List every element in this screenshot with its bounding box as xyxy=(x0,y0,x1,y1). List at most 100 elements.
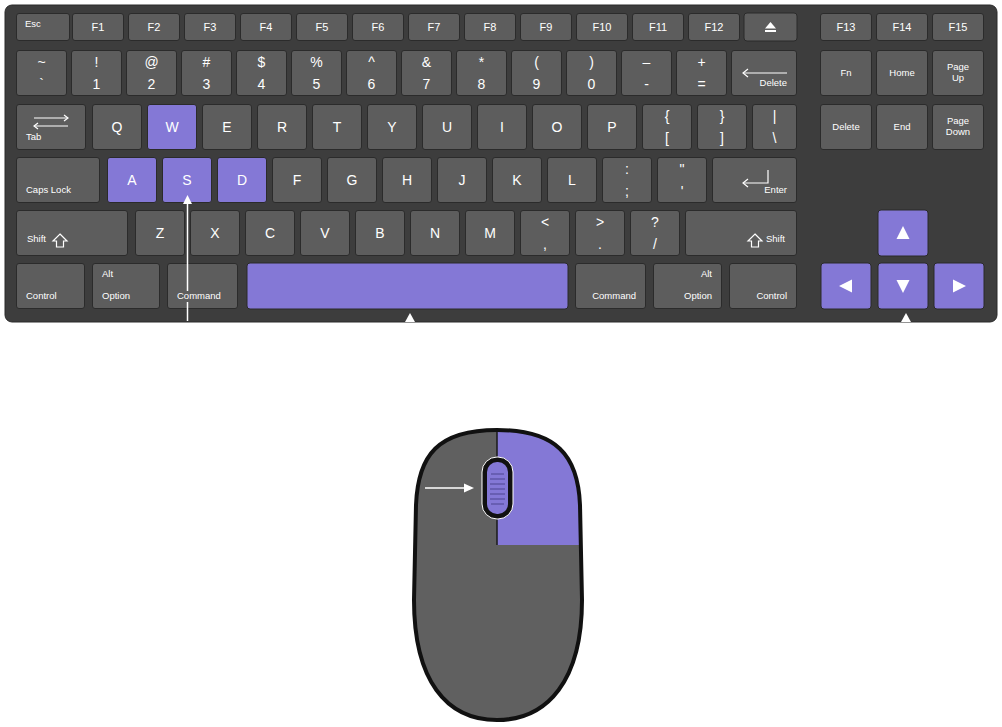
keyboard-key: Control xyxy=(729,263,797,309)
keyboard-key: @2 xyxy=(126,50,177,96)
keyboard-key: }] xyxy=(697,104,747,150)
key-label: K xyxy=(511,172,522,188)
keyboard-key: F3 xyxy=(184,13,236,41)
keyboard-key: += xyxy=(676,50,727,96)
key-label: ! xyxy=(94,54,100,70)
keyboard-key: L xyxy=(547,157,597,203)
key-label: N xyxy=(429,225,441,241)
key-label: End xyxy=(893,122,912,133)
mouse xyxy=(414,425,592,720)
keyboard-key: F7 xyxy=(408,13,460,41)
keyboard-key: Shift xyxy=(685,210,797,256)
key-label: S xyxy=(181,172,192,188)
keyboard-key: Command xyxy=(575,263,646,309)
keyboard-key: AltOption xyxy=(92,263,160,309)
keyboard-key: Control xyxy=(16,263,85,309)
keyboard-key: F15 xyxy=(932,13,984,41)
key-label: { xyxy=(664,108,671,124)
key-label: & xyxy=(421,54,432,70)
key-label: W xyxy=(164,119,179,135)
key-label: \ xyxy=(772,130,778,146)
key-label: Caps Lock xyxy=(25,185,72,196)
key-label: Z xyxy=(155,225,166,241)
keyboard-key: B xyxy=(355,210,405,256)
key-label: ` xyxy=(38,76,45,92)
keyboard-key: F10 xyxy=(576,13,628,41)
keyboard-key: F9 xyxy=(520,13,572,41)
keyboard-key: F13 xyxy=(820,13,872,41)
key-label: Shift xyxy=(26,234,47,245)
key-label: 9 xyxy=(532,76,542,92)
key-label: < xyxy=(540,214,550,230)
keyboard-key: ~` xyxy=(16,50,67,96)
key-label: L xyxy=(567,172,577,188)
keyboard-key: |\ xyxy=(752,104,797,150)
keyboard-key: Esc xyxy=(16,13,70,41)
keyboard-key: #3 xyxy=(181,50,232,96)
key-label: I xyxy=(499,119,505,135)
key-label: F8 xyxy=(483,21,498,34)
key-symbol xyxy=(732,51,798,97)
key-label: | xyxy=(772,108,778,124)
key-label: Home xyxy=(888,68,915,79)
key-label: E xyxy=(221,119,232,135)
keyboard-key: <, xyxy=(520,210,570,256)
key-label: F3 xyxy=(203,21,218,34)
key-label: F4 xyxy=(259,21,274,34)
key-symbol xyxy=(17,105,87,151)
space-bar xyxy=(247,263,568,309)
eject-key xyxy=(744,13,797,41)
key-label: 4 xyxy=(257,76,267,92)
key-label: M xyxy=(483,225,497,241)
key-label: Delete xyxy=(759,78,788,89)
keyboard-key: U xyxy=(422,104,472,150)
keyboard-key: Enter xyxy=(712,157,797,203)
keyboard-key: %5 xyxy=(291,50,342,96)
key-label: [ xyxy=(664,130,670,146)
leader-arrowhead xyxy=(464,484,474,493)
key-symbol xyxy=(713,158,798,204)
keyboard-key: >. xyxy=(575,210,625,256)
keyboard-key: !1 xyxy=(71,50,122,96)
keyboard-key: Shift xyxy=(16,210,128,256)
leader-line xyxy=(425,487,464,489)
key-label: Page Down xyxy=(945,116,971,138)
key-label: H xyxy=(401,172,413,188)
keyboard-key: F8 xyxy=(464,13,516,41)
key-label: B xyxy=(374,225,385,241)
key-label: – xyxy=(642,54,652,70)
key-label: , xyxy=(542,236,548,252)
key-label: F13 xyxy=(836,21,857,34)
keyboard-key: K xyxy=(492,157,542,203)
key-label: R xyxy=(276,119,288,135)
key-label: ( xyxy=(533,54,540,70)
key-label: Alt xyxy=(700,269,713,280)
keyboard-key: Y xyxy=(367,104,417,150)
keyboard-key: Page Down xyxy=(932,104,984,150)
key-label: : xyxy=(624,161,630,177)
keyboard-key: X xyxy=(190,210,240,256)
key-label: F7 xyxy=(427,21,442,34)
key-label: # xyxy=(202,54,212,70)
keyboard-key: :; xyxy=(602,157,652,203)
key-label: X xyxy=(209,225,220,241)
key-label: A xyxy=(126,172,137,188)
keyboard-key: F5 xyxy=(296,13,348,41)
key-label: Option xyxy=(683,291,713,302)
key-label: D xyxy=(236,172,248,188)
key-label: > xyxy=(595,214,605,230)
key-label: Esc xyxy=(24,19,42,30)
keyboard-key: G xyxy=(327,157,377,203)
key-label: - xyxy=(643,76,650,92)
key-label: ; xyxy=(624,183,630,199)
keyboard-key: F12 xyxy=(688,13,740,41)
key-label: T xyxy=(332,119,343,135)
key-label: F2 xyxy=(147,21,162,34)
key-label: G xyxy=(346,172,359,188)
key-label: ' xyxy=(680,183,685,199)
key-label: F1 xyxy=(91,21,106,34)
keyboard-key: O xyxy=(532,104,582,150)
keyboard-key: F2 xyxy=(128,13,180,41)
key-label: . xyxy=(597,236,603,252)
